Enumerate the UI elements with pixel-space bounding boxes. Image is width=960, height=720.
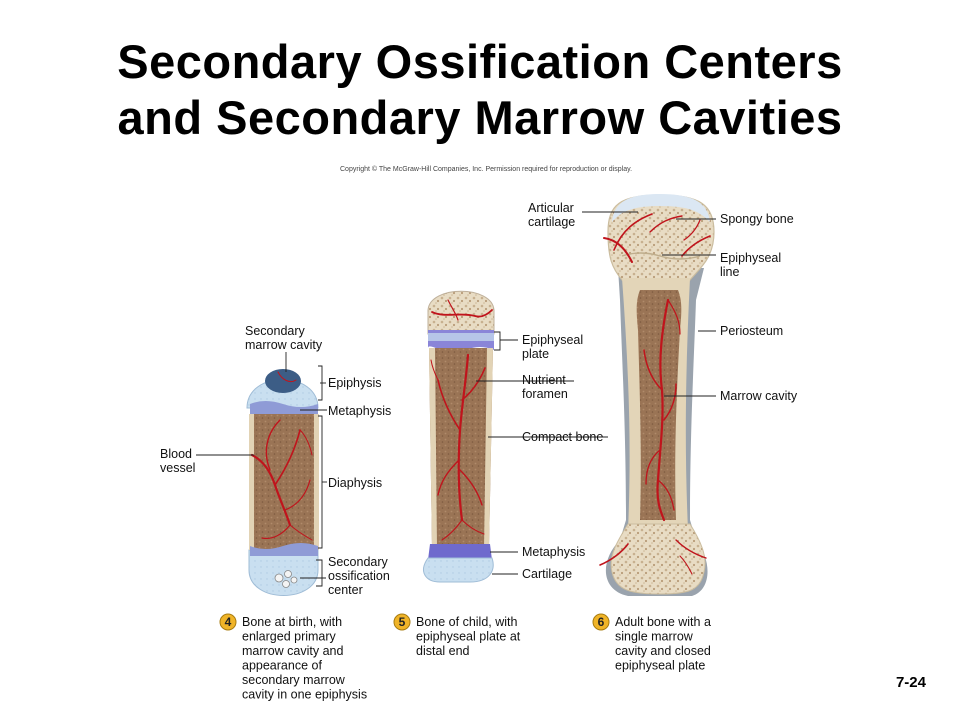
bone5-compact-bone-left	[429, 348, 437, 548]
bone5-cartilage	[423, 557, 494, 583]
label-nutrient-foramen: Nutrient foramen	[522, 373, 569, 401]
bone4-blood-vessels	[250, 371, 313, 541]
step-5-caption: 5 Bone of child, with epiphyseal plate a…	[393, 613, 524, 658]
label-secondary-marrow-cavity: Secondary marrow cavity	[245, 324, 323, 352]
step-4-caption: 4 Bone at birth, with enlarged primary m…	[219, 613, 367, 702]
title-line-1: Secondary Ossification Centers	[117, 35, 843, 88]
bone4-metaphysis	[250, 401, 318, 416]
bone5-blood-vessels	[430, 299, 493, 541]
bone6-articular-cartilage	[612, 194, 710, 222]
label-spongy-bone: Spongy bone	[720, 212, 794, 226]
adult-bone	[599, 194, 715, 596]
label-secondary-ossification-center: Secondary ossification center	[328, 555, 393, 597]
label-periosteum: Periosteum	[720, 324, 783, 338]
leader-lines	[196, 211, 716, 587]
bone6-distal-epiphysis	[610, 523, 706, 595]
bone5-epiphysis	[427, 290, 495, 335]
slide-title: Secondary Ossification Centers and Secon…	[0, 34, 960, 146]
label-articular-cartilage: Articular cartilage	[528, 201, 577, 229]
title-line-2: and Secondary Marrow Cavities	[117, 91, 843, 144]
bone4-distal-cartilage	[248, 549, 319, 596]
step-6-marker	[592, 613, 610, 631]
bone6-marrow-cavity	[636, 290, 682, 520]
bone-of-child	[423, 290, 495, 583]
label-compact-bone: Compact bone	[522, 430, 603, 444]
caption-bone-at-birth: Bone at birth, with enlarged primary mar…	[242, 615, 367, 702]
label-epiphyseal-plate: Epiphyseal plate	[522, 333, 587, 361]
label-epiphysis: Epiphysis	[328, 376, 382, 390]
caption-adult-bone: Adult bone with a single marrow cavity a…	[615, 615, 714, 673]
label-blood-vessel: Blood vessel	[160, 447, 195, 475]
label-cartilage: Cartilage	[522, 567, 572, 581]
slide-number: 7-24	[895, 674, 926, 691]
bone-at-birth	[246, 369, 319, 596]
bone6-blood-vessels	[599, 213, 711, 575]
step-4-marker	[219, 613, 237, 631]
label-diaphysis: Diaphysis	[328, 476, 382, 490]
step-6-number: 6	[598, 615, 605, 629]
label-marrow-cavity: Marrow cavity	[720, 389, 798, 403]
bone4-cortex-left	[249, 414, 254, 550]
bone5-shaft	[429, 348, 493, 548]
label-metaphysis-bone4: Metaphysis	[328, 404, 391, 418]
step-6-caption: 6 Adult bone with a single marrow cavity…	[592, 613, 714, 673]
secondary-marrow-cavity	[265, 369, 301, 393]
step-5-number: 5	[399, 615, 406, 629]
bone5-compact-bone-right	[484, 348, 493, 548]
label-epiphyseal-line: Epiphyseal line	[720, 251, 785, 279]
bone4-cortex-right	[314, 414, 319, 550]
bone6-epiphyseal-line	[621, 252, 701, 260]
bone5-metaphysis	[428, 544, 492, 560]
copyright-notice: Copyright © The McGraw-Hill Companies, I…	[340, 166, 633, 173]
step-5-marker	[393, 613, 411, 631]
caption-bone-of-child: Bone of child, with epiphyseal plate at …	[416, 615, 524, 658]
label-metaphysis-bone5: Metaphysis	[522, 545, 585, 559]
secondary-ossification-center	[274, 570, 298, 588]
step-4-number: 4	[225, 615, 232, 629]
bone4-shaft	[251, 414, 317, 550]
